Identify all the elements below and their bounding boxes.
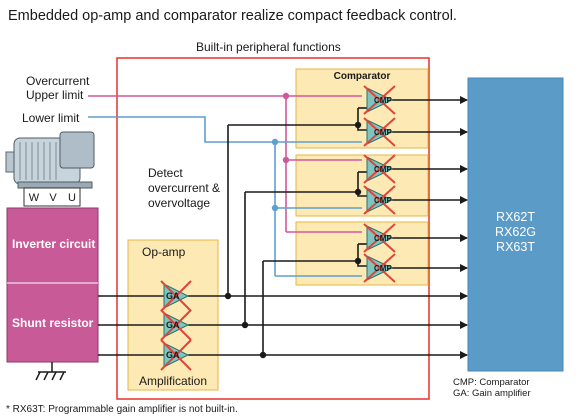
comparator-2b: CMP xyxy=(363,185,396,215)
opamp-panel xyxy=(127,239,219,391)
gain-amplifier-1: GA xyxy=(160,280,192,312)
motor-icon xyxy=(5,131,95,207)
legend-cmp: CMP: Comparator xyxy=(453,377,530,388)
shunt-resistor-label: Shunt resistor xyxy=(12,316,94,330)
svg-text:CMP: CMP xyxy=(374,128,392,137)
chip-model-rx62g: RX62G xyxy=(495,225,536,239)
comparator-3a: CMP xyxy=(363,223,396,253)
amplification-label: Amplification xyxy=(138,374,208,388)
inverter-circuit-label: Inverter circuit xyxy=(12,237,96,251)
comparator-panel-2 xyxy=(295,154,429,217)
svg-text:CMP: CMP xyxy=(374,264,392,273)
gain-amplifier-3: GA xyxy=(160,339,192,371)
svg-text:CMP: CMP xyxy=(374,196,392,205)
overcurrent-label-line2: Upper limit xyxy=(26,88,84,102)
lower-limit-label: Lower limit xyxy=(22,111,80,125)
svg-text:CMP: CMP xyxy=(374,96,392,105)
footnote: * RX63T: Programmable gain amplifier is … xyxy=(6,404,238,415)
detect-overcurrent-label: Detect overcurrent & overvoltage xyxy=(148,166,220,211)
mcu-chip xyxy=(467,77,564,372)
svg-text:CMP: CMP xyxy=(374,234,392,243)
detect-line1: Detect xyxy=(148,166,183,180)
svg-text:GA: GA xyxy=(166,320,180,330)
chip-model-labels: RX62T RX62G RX63T xyxy=(468,210,563,255)
detect-line3: overvoltage xyxy=(148,196,211,210)
peripheral-functions-border xyxy=(116,57,430,400)
comparator-2a: CMP xyxy=(363,154,396,184)
overcurrent-upper-line xyxy=(88,95,362,233)
detect-line2: overcurrent & xyxy=(148,181,221,195)
legend: CMP: Comparator GA: Gain amplifier xyxy=(453,377,531,399)
comparator-1b: CMP xyxy=(363,117,396,147)
overcurrent-label-line1: Overcurrent xyxy=(26,74,90,88)
ground-icon xyxy=(35,362,66,381)
terminal-w: W xyxy=(28,192,40,204)
gain-amplifier-2: GA xyxy=(160,309,192,341)
terminal-u: U xyxy=(68,192,76,204)
svg-text:CMP: CMP xyxy=(374,165,392,174)
terminal-v: V xyxy=(49,192,57,204)
comparator-1a: CMP xyxy=(363,85,396,115)
overcurrent-upper-limit-label: Overcurrent Upper limit xyxy=(26,74,89,102)
legend-ga: GA: Gain amplifier xyxy=(453,388,531,399)
svg-text:GA: GA xyxy=(166,291,180,301)
comparator-title: Comparator xyxy=(333,71,391,82)
svg-text:GA: GA xyxy=(166,350,180,360)
opamp-title: Op-amp xyxy=(142,245,186,259)
amplifier-output-lines xyxy=(98,96,468,359)
comparator-3b: CMP xyxy=(363,253,396,283)
page-headline: Embedded op-amp and comparator realize c… xyxy=(8,8,457,24)
chip-model-rx63t: RX63T xyxy=(496,240,535,254)
chip-model-rx62t: RX62T xyxy=(496,210,535,224)
inverter-shunt-block xyxy=(6,207,99,363)
peripheral-functions-title: Built-in peripheral functions xyxy=(196,40,341,54)
